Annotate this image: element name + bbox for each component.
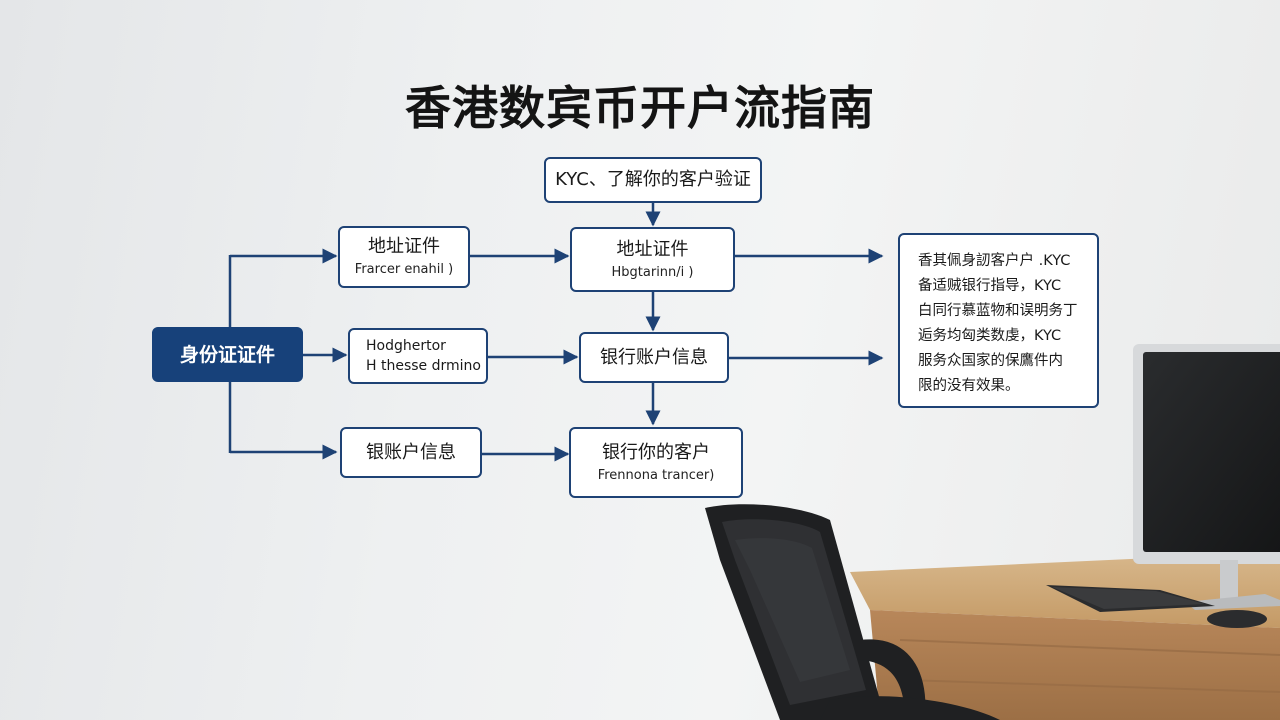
node-address-left: 地址证件 Frarcer enahil ) xyxy=(338,226,470,288)
node-address-center-label: 地址证件 xyxy=(616,238,689,260)
node-client-center-label: 银行你的客户 xyxy=(602,441,710,463)
node-bank-center-label: 银行账户信息 xyxy=(600,346,708,368)
node-kyc-label: KYC、了解你的客户验证 xyxy=(555,169,751,190)
node-address-left-sub: Frarcer enahil ) xyxy=(354,262,454,277)
node-middle-left-line1: Hodghertor xyxy=(366,338,446,354)
node-bank-left-label: 银账户信息 xyxy=(366,441,456,463)
node-address-center-sub: Hbgtarinn/i ) xyxy=(611,264,694,280)
page-title: 香港数宾币开户流指南 xyxy=(405,81,875,135)
node-address-center: 地址证件 Hbgtarinn/i ) xyxy=(570,227,735,292)
node-id-documents: 身份证证件 xyxy=(152,327,303,382)
info-line: 限的没有效果。 xyxy=(918,378,1020,394)
node-id-documents-label: 身份证证件 xyxy=(179,343,275,366)
mouse xyxy=(1207,610,1267,628)
node-kyc: KYC、了解你的客户验证 xyxy=(544,157,762,203)
node-bank-left: 银账户信息 xyxy=(340,427,482,478)
info-line: 逅务均匈类数虔，KYC xyxy=(918,328,1062,344)
desk-front xyxy=(870,610,1280,720)
info-line: 香其佩身訒客户户 .KYC xyxy=(918,253,1071,269)
node-middle-left-line2: H thesse drmino xyxy=(366,358,481,374)
info-line: 备适贼银行指导，KYC xyxy=(918,278,1062,294)
info-line: 服务众国家的保鷹件内 xyxy=(918,353,1063,369)
info-line: 白同行慕蓝物和误明务丁 xyxy=(918,303,1078,319)
node-address-left-label: 地址证件 xyxy=(368,236,440,257)
node-middle-left: Hodghertor H thesse drmino xyxy=(348,328,488,384)
node-client-center-sub: Frennona trancer) xyxy=(597,467,715,483)
node-client-center: 银行你的客户 Frennona trancer) xyxy=(569,427,743,498)
node-info-panel: 香其佩身訒客户户 .KYC 备适贼银行指导，KYC 白同行慕蓝物和误明务丁 逅务… xyxy=(898,233,1099,408)
office-chair xyxy=(705,504,1000,720)
node-bank-center: 银行账户信息 xyxy=(579,332,729,383)
